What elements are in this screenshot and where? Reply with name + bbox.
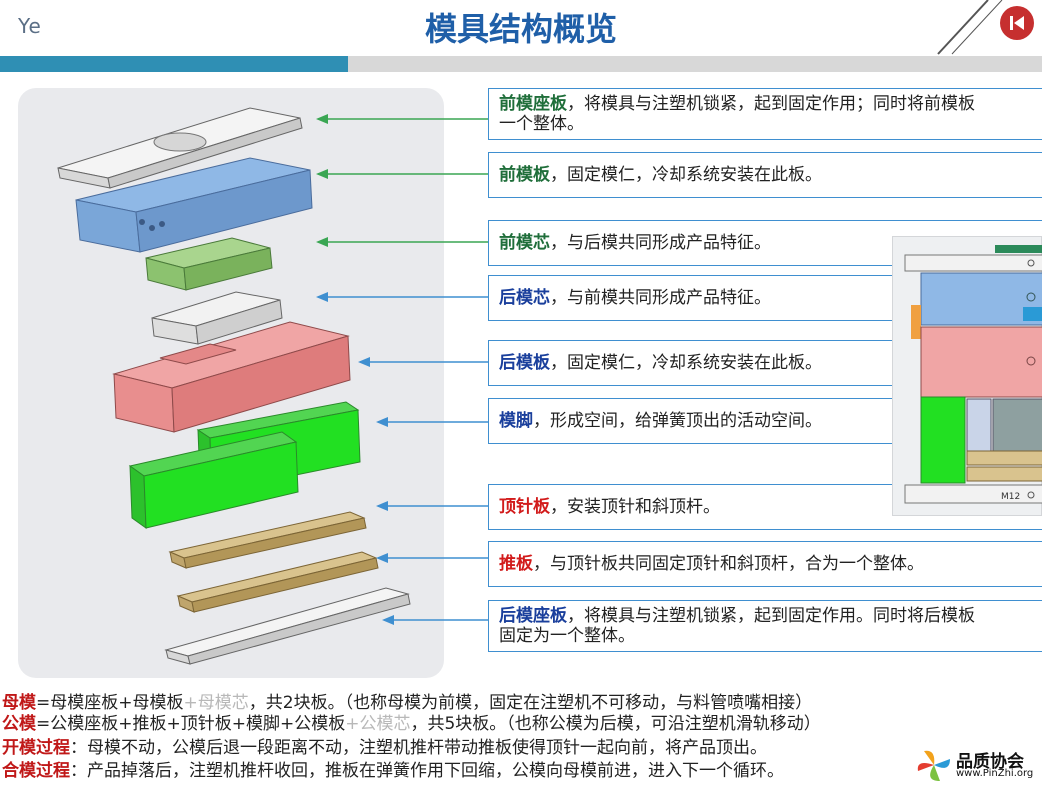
part-desc-ejector-plate: 推板，与顶针板共同固定顶针和斜顶杆，合为一个整体。 bbox=[488, 541, 1042, 587]
brand-logo-ye: Ye bbox=[18, 14, 42, 38]
header-corner-decoration bbox=[937, 0, 1003, 55]
part-label: 前模座板 bbox=[499, 94, 567, 114]
summary-text: =母模座板+母模板 bbox=[36, 693, 184, 713]
part-text: ，与前模共同形成产品特征。 bbox=[550, 288, 771, 308]
part-desc-cavity-plate: 前模板，固定模仁，冷却系统安装在此板。 bbox=[488, 152, 1042, 198]
summary-text: ：母模不动，公模后退一段距离不动，注塑机推杆带动推板使得顶针一起向前，将产品顶出… bbox=[70, 738, 767, 758]
spacer-block-shape bbox=[128, 401, 361, 529]
header-bar-track bbox=[348, 56, 1042, 72]
summary-line-mold-opening: 开模过程：母模不动，公模后退一段距离不动，注塑机推杆带动推板使得顶针一起向前，将… bbox=[2, 739, 767, 758]
part-label: 顶针板 bbox=[499, 497, 550, 517]
summary-text: =公模座板+推板+顶针板+模脚+公模板 bbox=[36, 714, 346, 734]
summary-line-core: 公模=公模座板+推板+顶针板+模脚+公模板+公模芯，共5块板。（也称公模为后模，… bbox=[2, 715, 821, 734]
exploded-mold-illustration bbox=[57, 107, 488, 665]
callout-arrows bbox=[316, 114, 488, 625]
part-desc-top-clamp-plate: 前模座板，将模具与注塑机锁紧，起到固定作用；同时将前模板 一个整体。 bbox=[488, 88, 1042, 140]
cavity-plate-shape bbox=[75, 157, 313, 253]
summary-text: ，共5块板。（也称公模为后模，可沿注塑机滑轨移动） bbox=[410, 714, 821, 734]
summary-line-mold-closing: 合模过程：产品掉落后，注塑机推杆收回，推板在弹簧作用下回缩，公模向母模前进，进入… bbox=[2, 762, 784, 781]
summary-muted: +公模芯 bbox=[345, 714, 411, 734]
part-label: 前模板 bbox=[499, 165, 550, 185]
skip-back-button[interactable] bbox=[1000, 6, 1034, 40]
part-label: 模脚 bbox=[499, 411, 533, 431]
part-label: 推板 bbox=[499, 554, 533, 574]
top-clamp-plate-shape bbox=[57, 107, 303, 189]
header-bar-accent bbox=[0, 56, 348, 72]
brand-url: www.PinZhi.org bbox=[956, 768, 1034, 779]
part-text: ，形成空间，给弹簧顶出的活动空间。 bbox=[533, 411, 822, 431]
summary-label: 合模过程 bbox=[2, 761, 70, 781]
core-insert-shape bbox=[151, 291, 283, 345]
part-text: ，固定模仁，冷却系统安装在此板。 bbox=[550, 353, 822, 373]
brand-name: 品质协会 bbox=[956, 752, 1024, 772]
part-label: 后模板 bbox=[499, 353, 550, 373]
skip-back-icon bbox=[1010, 16, 1024, 30]
part-desc-bottom-clamp-plate: 后模座板，将模具与注塑机锁紧，起到固定作用。同时将后模板 固定为一个整体。 bbox=[488, 600, 1042, 652]
summary-text: ，共2块板。（也称母模为前模，固定在注塑机不可移动，与料管喷嘴相接） bbox=[248, 693, 813, 713]
summary-text: ：产品掉落后，注塑机推杆收回，推板在弹簧作用下回缩，公模向母模前进，进入下一个循… bbox=[70, 761, 784, 781]
summary-muted: +母模芯 bbox=[183, 693, 249, 713]
bottom-clamp-plate-shape bbox=[164, 587, 411, 665]
summary-label: 公模 bbox=[2, 714, 36, 734]
page-title: 模具结构概览 bbox=[424, 10, 617, 48]
part-text: ，将模具与注塑机锁紧，起到固定作用。同时将后模板 bbox=[567, 606, 975, 626]
ejector-retainer-plate-shape bbox=[168, 511, 367, 569]
brand-pinzhi: 品质协会 www.PinZhi.org bbox=[916, 746, 1042, 784]
part-label: 前模芯 bbox=[499, 233, 550, 253]
core-plate-shape bbox=[112, 321, 351, 433]
part-text: ，与后模共同形成产品特征。 bbox=[550, 233, 771, 253]
pinwheel-logo-icon bbox=[917, 750, 950, 781]
part-text: ，与顶针板共同固定顶针和斜顶杆，合为一个整体。 bbox=[533, 554, 924, 574]
summary-line-cavity: 母模=母模座板+母模板+母模芯，共2块板。（也称母模为前模，固定在注塑机不可移动… bbox=[2, 694, 812, 713]
summary-label: 开模过程 bbox=[2, 738, 70, 758]
mold-section-view: M12 bbox=[892, 236, 1042, 516]
summary-label: 母模 bbox=[2, 693, 36, 713]
part-text: ，固定模仁，冷却系统安装在此板。 bbox=[550, 165, 822, 185]
part-text-line2: 固定为一个整体。 bbox=[499, 626, 635, 646]
part-label: 后模芯 bbox=[499, 288, 550, 308]
bolt-label: M12 bbox=[1001, 492, 1020, 502]
mold-section-drawing: M12 bbox=[904, 245, 1042, 504]
part-text-line2: 一个整体。 bbox=[499, 114, 584, 134]
part-label: 后模座板 bbox=[499, 606, 567, 626]
ejector-plate-shape bbox=[176, 551, 379, 613]
cavity-insert-shape bbox=[145, 237, 273, 291]
part-text: ，安装顶针和斜顶杆。 bbox=[550, 497, 720, 517]
part-text: ，将模具与注塑机锁紧，起到固定作用；同时将前模板 bbox=[567, 94, 975, 114]
